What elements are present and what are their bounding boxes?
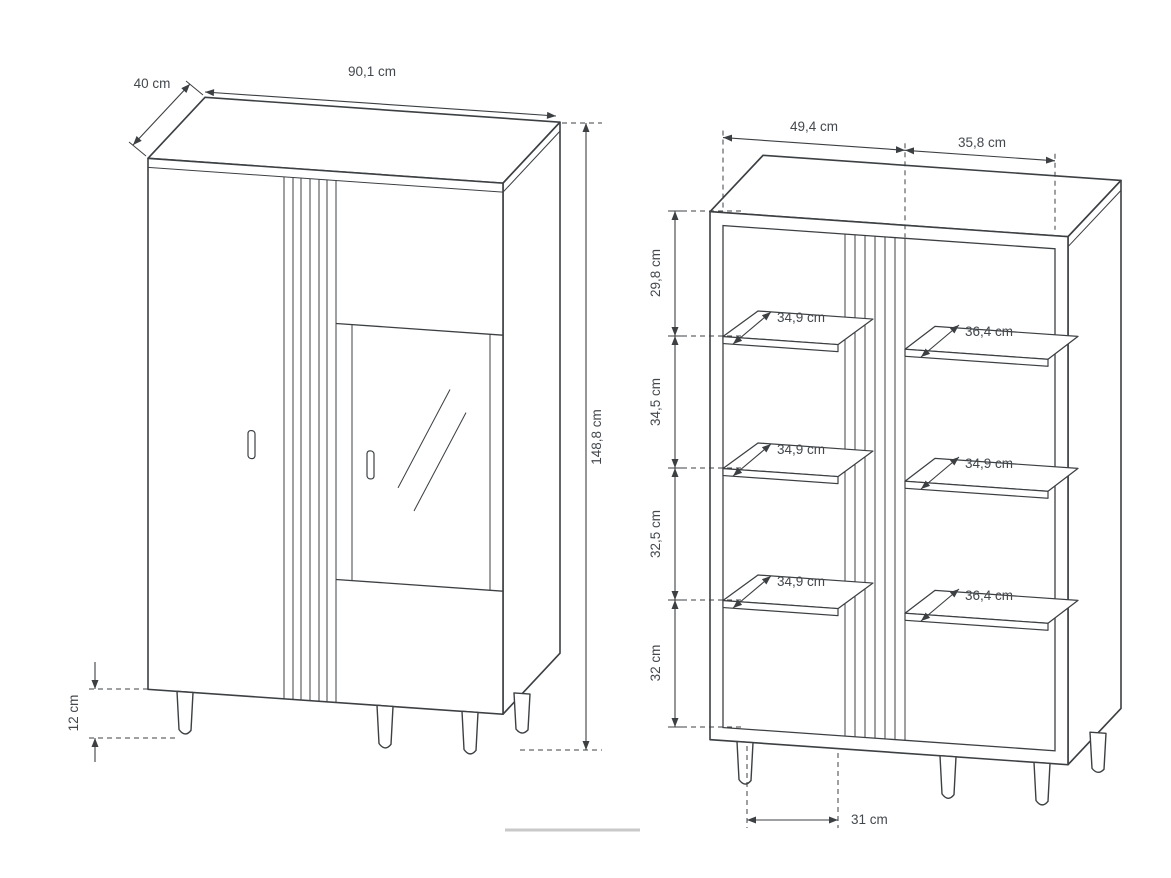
left-shelf-depth-label-2: 34,9 cm	[777, 442, 825, 457]
front-slat-strip	[283, 176, 337, 703]
leg	[176, 690, 194, 735]
compartment-height-label-3: 32,5 cm	[648, 510, 663, 558]
interior-opening	[722, 224, 1056, 752]
leg	[1089, 731, 1107, 773]
right-shelf-depth-dimensions: 36,4 cm 34,9 cm 36,4 cm	[920, 324, 1013, 622]
glass-reflection-line	[413, 412, 467, 512]
leg	[513, 692, 531, 734]
right-shelf-depth-label-3: 36,4 cm	[965, 588, 1013, 603]
leg	[1033, 761, 1051, 806]
left-shelf-depth-label-1: 34,9 cm	[777, 310, 825, 325]
interior-side-face	[1067, 179, 1122, 766]
left-section-width-label: 49,4 cm	[790, 119, 838, 134]
interior-side-slab-edge	[1067, 190, 1122, 248]
cabinet-interior-geometry	[709, 130, 1122, 806]
front-view-legs	[176, 690, 531, 755]
right-door-handle	[366, 450, 375, 480]
leg	[736, 740, 754, 785]
section-width-dimension-lines	[722, 130, 1056, 238]
leg-height-label: 12 cm	[66, 695, 81, 732]
left-door-handle	[247, 429, 256, 460]
glass-reflection-line	[397, 389, 451, 489]
front-depth-dimension: 40 cm	[128, 76, 204, 157]
leg	[376, 704, 394, 749]
compartment-height-chain: 29,8 cm 34,5 cm 32,5 cm 32 cm	[648, 210, 742, 728]
glass-door	[336, 322, 503, 592]
cabinet-interior-view: 49,4 cm 35,8 cm 29,8 cm 34,5 cm 32,5 cm …	[648, 119, 1122, 828]
left-shelf-depth-dimensions: 34,9 cm 34,9 cm 34,9 cm	[732, 310, 825, 609]
compartment-height-label-2: 34,5 cm	[648, 378, 663, 426]
glass-top-edge	[336, 322, 503, 336]
left-shelf-depth-label-3: 34,9 cm	[777, 574, 825, 589]
front-face	[147, 157, 504, 715]
right-shelf-depth-label-2: 34,9 cm	[965, 456, 1013, 471]
leg-height-dimension: 12 cm	[66, 662, 175, 762]
glass-bottom-edge	[336, 578, 503, 592]
top-slab-side-edge	[502, 130, 561, 193]
right-shelf-depth-label-1: 36,4 cm	[965, 324, 1013, 339]
front-width-label: 90,1 cm	[348, 64, 396, 79]
right-section-width-label: 35,8 cm	[958, 135, 1006, 150]
front-depth-label: 40 cm	[134, 76, 171, 91]
leg	[939, 755, 957, 799]
front-height-label: 148,8 cm	[589, 409, 604, 465]
front-height-dimension: 148,8 cm	[520, 122, 604, 751]
leg	[461, 710, 479, 755]
cabinet-front-view: 90,1 cm 40 cm 148,8 cm 12 cm	[66, 64, 604, 762]
front-width-dimension: 90,1 cm	[204, 64, 557, 119]
bottom-inner-width-dimension: 31 cm	[746, 746, 888, 828]
interior-view-legs	[736, 731, 1107, 806]
top-slab-front-edge	[148, 166, 503, 193]
front-side-face	[502, 121, 561, 715]
bottom-inner-width-label: 31 cm	[851, 812, 888, 827]
compartment-height-label-4: 32 cm	[648, 645, 663, 682]
cabinet-front-geometry	[147, 96, 561, 755]
compartment-height-label-1: 29,8 cm	[648, 249, 663, 297]
